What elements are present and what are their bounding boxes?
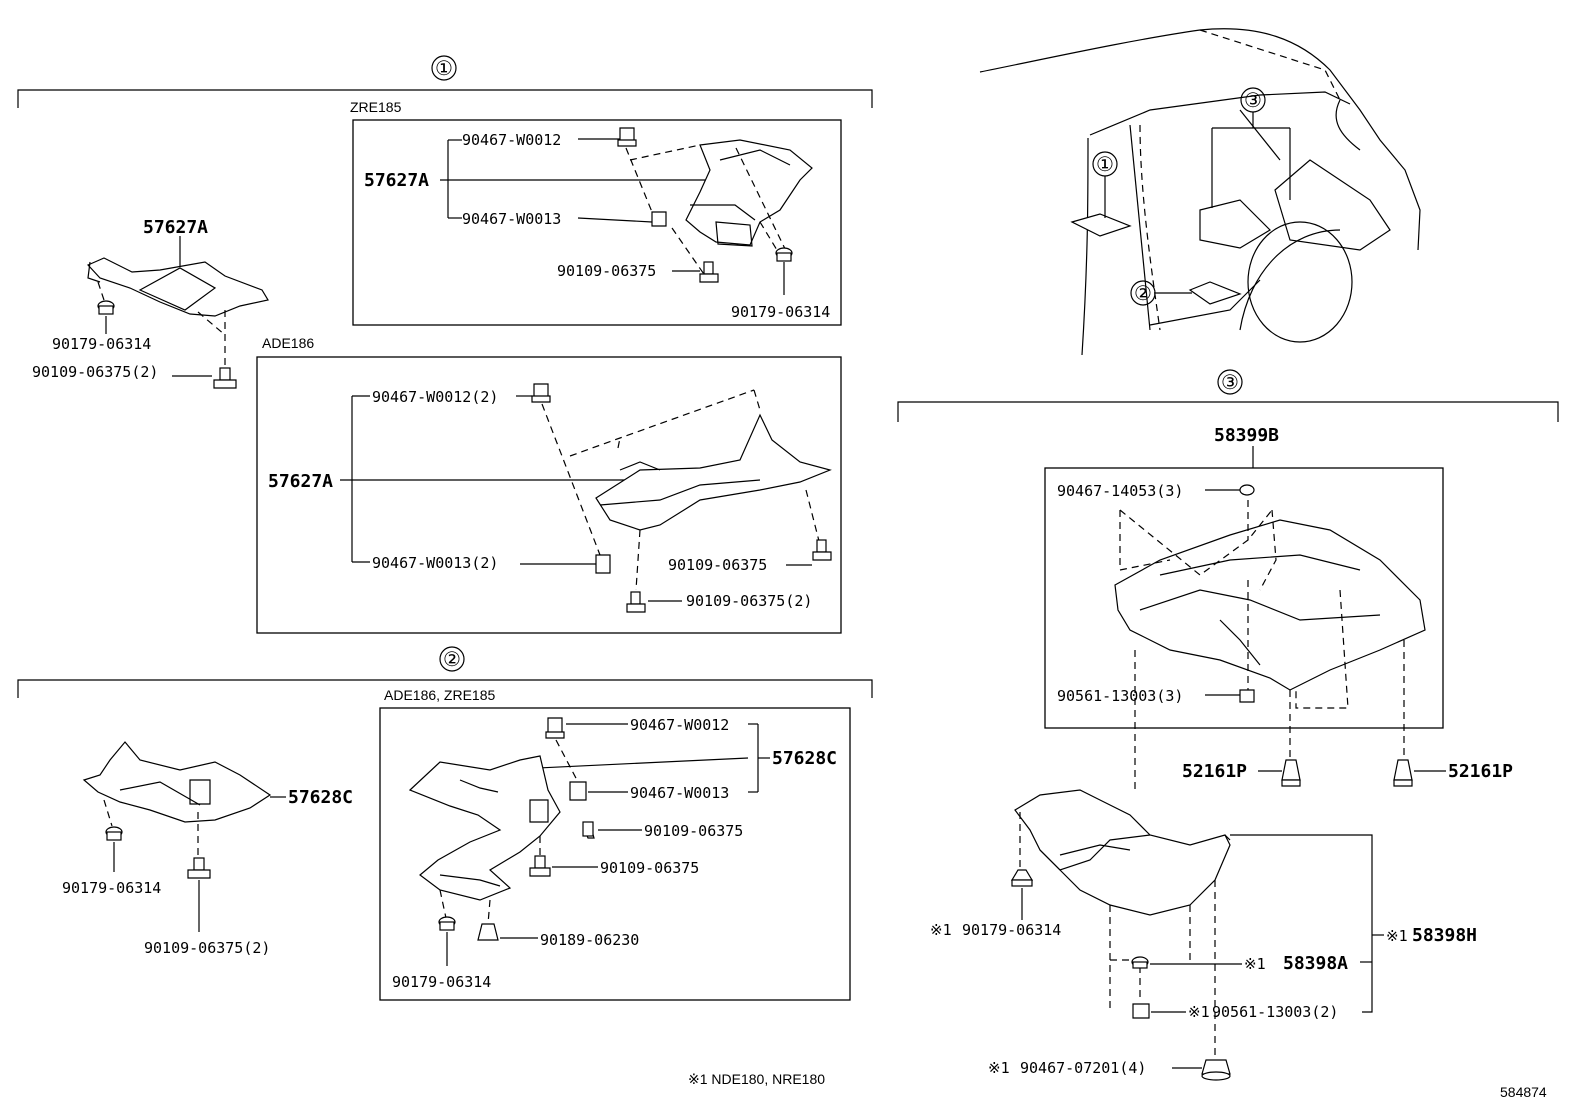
nut-icon xyxy=(1239,689,1255,703)
clip-icon xyxy=(651,211,667,227)
ade186-caption: ADE186 xyxy=(262,335,314,351)
s3-panel-box xyxy=(1044,467,1444,729)
clip-icon xyxy=(569,781,587,801)
s3-cover-label: 58398A xyxy=(1283,953,1348,974)
zre-main-label: 57627A xyxy=(364,170,429,191)
bolt-icon xyxy=(193,857,205,871)
nut-icon xyxy=(477,923,499,941)
section-1-label: ① xyxy=(435,58,453,80)
s3-clip-bot-label: 90467-07201(4) xyxy=(1020,1059,1146,1077)
ade-clip1-label: 90467-W0012(2) xyxy=(372,388,498,406)
s1-left-group: 57627A 90179-06314 90109-06375(2) xyxy=(32,217,269,389)
clip-icon xyxy=(1201,1059,1231,1075)
b2-nut2-label: 90189-06230 xyxy=(540,931,639,949)
bolt-icon xyxy=(534,855,546,869)
zre-bolt-label: 90109-06375 xyxy=(557,262,656,280)
s1-left-bolt-label: 90109-06375(2) xyxy=(32,363,158,381)
section-3-label: ③ xyxy=(1221,372,1239,394)
s3-nut-bot-label: 90561-13003(3) xyxy=(1057,687,1183,705)
ade-main-label: 57627A xyxy=(268,471,333,492)
s3-clip-bot-mark: ※1 xyxy=(988,1059,1010,1077)
s2-left-group: 57628C 90179-06314 90109-06375(2) xyxy=(62,741,353,957)
engine-under-cover-58398a-icon xyxy=(1014,789,1231,916)
bolt-icon xyxy=(703,261,714,275)
s2-main-label: 57628C xyxy=(288,787,353,808)
b2-nut-label: 90179-06314 xyxy=(392,973,491,991)
s3-nut-2-mark: ※1 xyxy=(1188,1003,1210,1021)
zre-nut-label: 90179-06314 xyxy=(731,303,830,321)
s3-asm-mark: ※1 xyxy=(1386,927,1408,945)
car-body-outline-icon xyxy=(979,28,1421,251)
car-callout-2: ② xyxy=(1134,283,1152,305)
section-1: ① 57627A 90179-06314 90109-06375(2) ZRE1… xyxy=(17,55,873,634)
diagram-id: 584874 xyxy=(1500,1084,1547,1099)
b2-bolt1-label: 90109-06375 xyxy=(644,822,743,840)
ade186-zre185-box: ADE186, ZRE185 57628C 90467-W0012 90467-… xyxy=(379,687,851,1001)
s1-left-nut-label: 90179-06314 xyxy=(52,335,151,353)
s3-nut-2-label: 90561-13003(2) xyxy=(1212,1003,1338,1021)
nut-icon xyxy=(1010,869,1034,881)
bolt-icon xyxy=(582,821,594,837)
s2-left-nut-label: 90179-06314 xyxy=(62,879,161,897)
b2-clip1-label: 90467-W0012 xyxy=(630,716,729,734)
car-callout-1: ① xyxy=(1096,154,1114,176)
b2-bolt2-label: 90109-06375 xyxy=(600,859,699,877)
section-2-label: ② xyxy=(443,649,461,671)
floor-panel-icon xyxy=(1274,159,1391,251)
clip-icon xyxy=(1239,484,1255,496)
car-callout-3: ③ xyxy=(1244,90,1262,112)
clip-icon xyxy=(595,554,611,574)
clip-icon xyxy=(617,127,637,147)
under-cover-57627a-icon xyxy=(86,257,269,317)
nut-icon xyxy=(1132,1003,1150,1019)
rivet-icon xyxy=(1393,759,1413,781)
under-cover-57628c-icon xyxy=(408,755,561,901)
zre185-caption: ZRE185 xyxy=(350,99,402,115)
s3-rivet-r-label: 52161P xyxy=(1448,761,1513,782)
bolt-icon xyxy=(219,367,231,381)
zre-clip2-label: 90467-W0013 xyxy=(462,210,561,228)
floor-silencer-58399b-icon xyxy=(1114,519,1426,691)
s3-rivet-l-label: 52161P xyxy=(1182,761,1247,782)
ade-bolt1-label: 90109-06375 xyxy=(668,556,767,574)
clip-icon xyxy=(545,717,565,739)
section-2: ② 57628C 90179-06314 90109-06375(2) ADE1… xyxy=(17,646,873,1001)
s3-clip-top-label: 90467-14053(3) xyxy=(1057,482,1183,500)
s2-left-bolt-label: 90109-06375(2) xyxy=(144,939,270,957)
zre-clip1-label: 90467-W0012 xyxy=(462,131,561,149)
cover-2-location-icon xyxy=(1188,281,1242,305)
ade-clip2-label: 90467-W0013(2) xyxy=(372,554,498,572)
b2-clip2-label: 90467-W0013 xyxy=(630,784,729,802)
rivet-icon xyxy=(1281,759,1301,781)
under-cover-57628c-icon xyxy=(82,741,272,823)
bolt-icon xyxy=(816,539,827,553)
ade-bolt2-label: 90109-06375(2) xyxy=(686,592,812,610)
cover-1-location-icon xyxy=(1070,213,1132,237)
s1-main-label: 57627A xyxy=(143,217,208,238)
s3-cover-mark: ※1 xyxy=(1244,955,1266,973)
b2-main-label: 57628C xyxy=(772,748,837,769)
clip-icon xyxy=(531,383,551,403)
ade186-box: ADE186 57627A 90467-W0012(2) 90467-W0013… xyxy=(256,335,842,634)
ade186-zre185-caption: ADE186, ZRE185 xyxy=(384,687,495,703)
wheel-icon xyxy=(1247,221,1353,343)
s3-nut-l-label: 90179-06314 xyxy=(962,921,1061,939)
bolt-icon xyxy=(630,591,641,605)
s3-main-label: 58399B xyxy=(1214,425,1279,446)
section-3: ③ 58399B 90467-14053(3) 90561-13003(3) 5… xyxy=(897,369,1559,1081)
s3-nut-l-mark: ※1 xyxy=(930,921,952,939)
under-cover-57627a-icon xyxy=(685,139,813,246)
zre185-box: ZRE185 57627A 90467-W0012 90467-W0013 xyxy=(350,99,842,326)
under-cover-57627a-icon xyxy=(595,413,832,531)
car-overview: ① ② ③ xyxy=(979,28,1421,356)
s3-asm-label: 58398H xyxy=(1412,925,1477,946)
footnote: ※1 NDE180, NRE180 xyxy=(688,1071,825,1087)
